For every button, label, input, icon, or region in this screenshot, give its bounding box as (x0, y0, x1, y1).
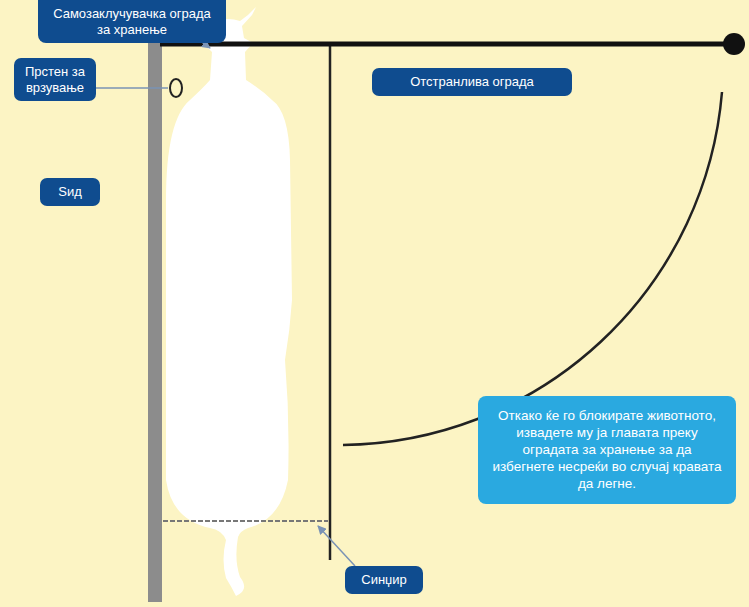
wall (148, 16, 162, 602)
partition-post (329, 44, 332, 560)
label-text: Ѕид (48, 184, 92, 200)
label-text: Прстен за врзување (22, 64, 88, 95)
note-box: Откако ќе го блокирате животното, изваде… (478, 396, 736, 504)
label-text: Самозаклучувачка ограда за хранење (46, 6, 218, 37)
feeding-barrier-bar (160, 42, 728, 47)
callout-label: Самозаклучувачка ограда за хранење (38, 0, 226, 43)
callout-label: Ѕид (40, 178, 100, 206)
callout-label: Синџир (345, 566, 423, 594)
callout-label: Отстранлива ограда (372, 68, 572, 96)
label-text: Отстранлива ограда (380, 74, 564, 90)
bar-end-knob (723, 33, 745, 55)
gate-swing-arc (343, 92, 722, 445)
callout-label: Прстен за врзување (14, 58, 96, 101)
chain-leader (318, 526, 355, 566)
tie-ring (170, 79, 182, 97)
cow-silhouette (166, 7, 292, 596)
label-text: Синџир (353, 572, 415, 588)
chain (163, 520, 328, 522)
ring-leader (96, 87, 168, 89)
label-text: Откако ќе го блокирате животното, изваде… (492, 408, 722, 492)
